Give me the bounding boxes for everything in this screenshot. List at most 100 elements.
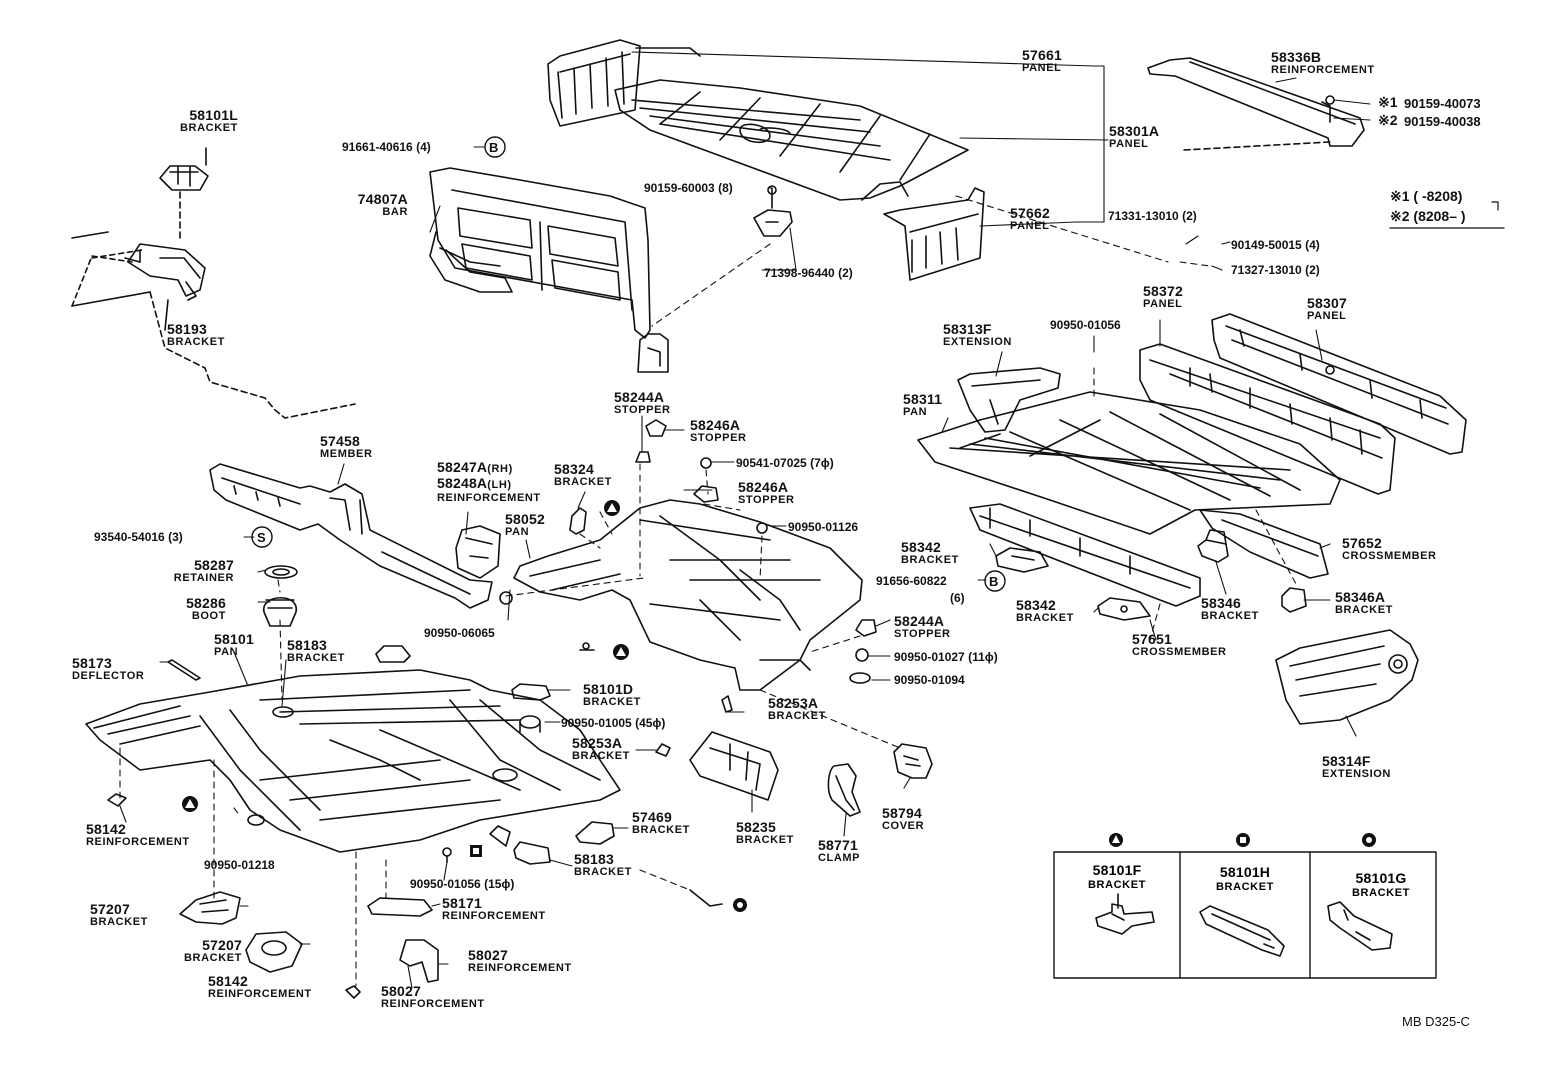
callout-58253a-right: 58253A BRACKET (768, 696, 826, 722)
callout-side: (LH) (487, 479, 512, 491)
callout-number: 58253A (768, 695, 819, 711)
bracket-58342-upper-drawing (995, 547, 1049, 573)
bar-74807a-drawing (429, 167, 669, 373)
retainer-58287-drawing (264, 565, 298, 579)
callout-number: 58171 (442, 895, 482, 911)
callout-58142-upper: 58142 REINFORCEMENT (86, 822, 190, 848)
callout-58342-lower: 58342 BRACKET (1016, 598, 1074, 624)
bracket-57207-upper-drawing (179, 891, 241, 925)
callout-name: BOOT (191, 610, 226, 622)
hardware-90950-01218: 90950-01218 (204, 858, 275, 872)
reinforcement-58027-drawing (399, 939, 439, 983)
callout-number: 57469 (632, 809, 672, 825)
grommets-58052 (499, 522, 871, 684)
triangle-marker-cutouts (185, 503, 1120, 843)
clip-90950-01056-drawing (442, 847, 452, 863)
callout-name: BRACKET (287, 652, 345, 664)
reinforcement-58247a-drawing (455, 525, 501, 579)
callout-name: EXTENSION (1322, 768, 1391, 780)
body-outline-lower (149, 291, 356, 419)
callout-number: 58173 (72, 655, 112, 671)
dashed-lines (119, 195, 1297, 987)
callout-number: 57207 (202, 937, 242, 953)
callout-name: BRACKET (768, 710, 826, 722)
grommet-90950-01005-drawing (519, 715, 541, 733)
square-markers (470, 833, 1250, 857)
callout-number: 58246A (738, 479, 789, 495)
callout-name: STOPPER (614, 404, 671, 416)
callout-number: 58253A (572, 735, 623, 751)
crossmember-57651-drawing (969, 503, 1201, 607)
callout-74807a: 74807A BAR (338, 192, 408, 218)
callout-number: 58372 (1143, 283, 1183, 299)
hardware-71327-13010: 71327-13010 (2) (1231, 263, 1320, 277)
hardware-90950-01056-lower: 90950-01056 (15ϕ) (410, 877, 515, 891)
pan-58052-drawing (513, 499, 863, 691)
inset-number: 58101H (1219, 864, 1271, 880)
inset-bracket-58101h-drawing (1199, 905, 1285, 957)
panel-58307-drawing (1211, 313, 1467, 455)
callout-number: 57651 (1132, 631, 1172, 647)
callout-58193: 58193 BRACKET (167, 322, 225, 348)
callout-name: BRACKET (1335, 604, 1393, 616)
inset-box (1053, 851, 1437, 979)
callout-58311: 58311 PAN (903, 392, 942, 418)
callout-name: BRACKET (167, 336, 225, 348)
leader-lines (119, 51, 1371, 989)
bracket-58183-upper-drawing (375, 645, 411, 663)
symbol-b-lower (984, 570, 1006, 592)
bracket-57469-drawing (575, 821, 615, 845)
hardware-90149-50015: 90149-50015 (4) (1231, 238, 1320, 252)
callout-name: BRACKET (901, 554, 959, 566)
callout-name: RETAINER (173, 572, 234, 584)
grommet-90950-01218-drawing (247, 814, 265, 826)
symbol-b-upper (484, 136, 506, 158)
pan-58311-drawing (917, 391, 1341, 535)
callout-number: 58342 (901, 539, 941, 555)
extension-58314f-drawing (1275, 629, 1419, 725)
callout-57458: 57458 MEMBER (320, 434, 373, 460)
inset-number: 58101F (1092, 862, 1142, 878)
callout-number: 58142 (208, 973, 248, 989)
bracket-58101d-drawing (511, 683, 551, 701)
inset-name: BRACKET (1352, 887, 1410, 899)
callout-name: BAR (382, 206, 408, 218)
callout-name: PAN (505, 526, 530, 538)
callout-58101l: 58101L BRACKET (168, 108, 238, 134)
callout-58771: 58771 CLAMP (818, 838, 860, 864)
callout-number: 58346 (1201, 595, 1241, 611)
body-outline-solid (71, 231, 169, 331)
inset-bracket-58101f-drawing (1095, 893, 1155, 935)
callout-name: BRACKET (632, 824, 690, 836)
callout-name: PANEL (1143, 298, 1183, 310)
callout-side: (RH) (487, 463, 513, 475)
callout-58794: 58794 COVER (882, 806, 924, 832)
callout-name: REINFORCEMENT (86, 836, 190, 848)
callout-57207-lower: 57207 BRACKET (160, 938, 242, 964)
callout-58183-lower: 58183 BRACKET (574, 852, 632, 878)
callout-57652: 57652 CROSSMEMBER (1342, 536, 1437, 562)
callout-number: 58246A (690, 417, 741, 433)
note-mark-2: ※2 (1378, 112, 1398, 128)
pan-58101-drawing (85, 669, 621, 853)
callout-name: REINFORCEMENT (468, 962, 572, 974)
callout-name: PANEL (1109, 138, 1149, 150)
callout-58314f: 58314F EXTENSION (1322, 754, 1391, 780)
callout-58101d: 58101D BRACKET (583, 682, 641, 708)
callout-number: 58313F (943, 321, 992, 337)
callout-58336b: 58336B REINFORCEMENT (1271, 50, 1375, 76)
callout-58247a-58248a: 58247A(RH) 58248A(LH) REINFORCEMENT (437, 460, 541, 504)
callout-name: COVER (882, 820, 925, 832)
callout-name: EXTENSION (943, 336, 1012, 348)
callout-number: 58101D (583, 681, 634, 697)
hardware-90950-01005: 90950-01005 (45ϕ) (561, 716, 666, 730)
callout-name: PAN (214, 646, 239, 658)
dash-58336b (1183, 141, 1331, 151)
callout-57662: 57662 PANEL (1010, 206, 1050, 232)
callout-57207-upper: 57207 BRACKET (90, 902, 148, 928)
bracket-58346a-drawing (1281, 587, 1307, 613)
callout-number: 58311 (903, 391, 943, 407)
callout-name: STOPPER (690, 432, 747, 444)
hardware-90950-01094: 90950-01094 (894, 673, 965, 687)
callout-58244a-upper: 58244A STOPPER (614, 390, 671, 416)
